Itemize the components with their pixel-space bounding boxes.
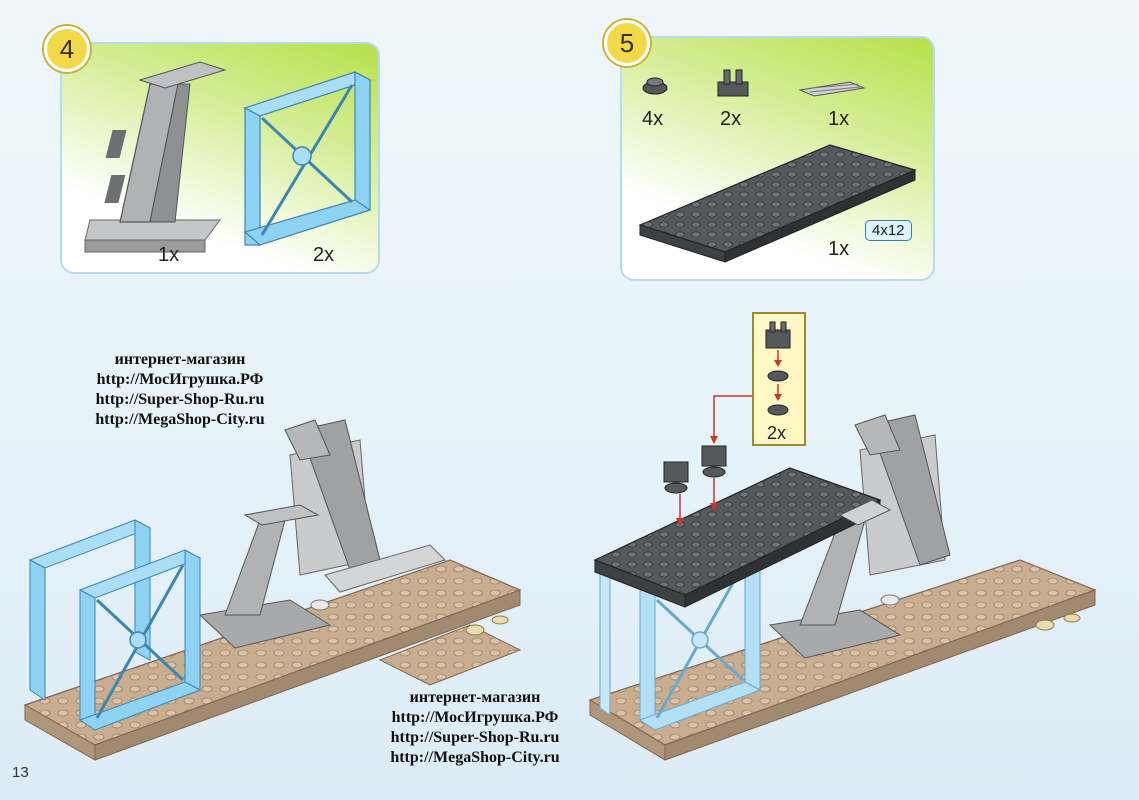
clip-plate-part (717, 69, 749, 97)
plate-size-label: 4x12 (865, 220, 912, 241)
watermark-line: http://MegaShop-City.ru (95, 411, 265, 428)
right-assembly (588, 395, 1097, 761)
watermark-line: интернет-магазин (114, 351, 246, 368)
subassembly-qty: 2x (767, 423, 787, 443)
step4-qty-frame: 2x (313, 244, 335, 266)
step5-qty-clip-plate: 2x (720, 108, 742, 130)
watermark-line: http://MegaShop-City.ru (390, 749, 560, 766)
watermark-line: http://Super-Shop-Ru.ru (95, 391, 265, 408)
step5-qty-round-plate: 4x (642, 108, 664, 130)
step4-qty-column: 1x (158, 244, 180, 266)
page-number: 13 (12, 764, 29, 781)
step5-qty-grille-tile: 1x (828, 108, 850, 130)
watermark-line: http://МосИгрушка.РФ (96, 371, 264, 388)
grille-tile-part (798, 81, 866, 97)
round-plate-part (642, 77, 668, 95)
left-assembly (23, 419, 522, 761)
watermark-bottom: интернет-магазин http://МосИгрушка.РФ ht… (365, 688, 585, 768)
watermark-line: http://МосИгрушка.РФ (391, 709, 559, 726)
step5-qty-dark-plate: 1x (828, 238, 850, 260)
watermark-line: http://Super-Shop-Ru.ru (390, 729, 560, 746)
watermark-top: интернет-магазин http://МосИгрушка.РФ ht… (70, 350, 290, 430)
gray-support-column-part (84, 61, 227, 253)
step-5-badge: 5 (604, 20, 650, 66)
watermark-line: интернет-магазин (409, 689, 541, 706)
dark-plate-part (638, 144, 917, 263)
step-4-badge: 4 (44, 26, 90, 72)
blue-window-frame-part (243, 71, 372, 246)
